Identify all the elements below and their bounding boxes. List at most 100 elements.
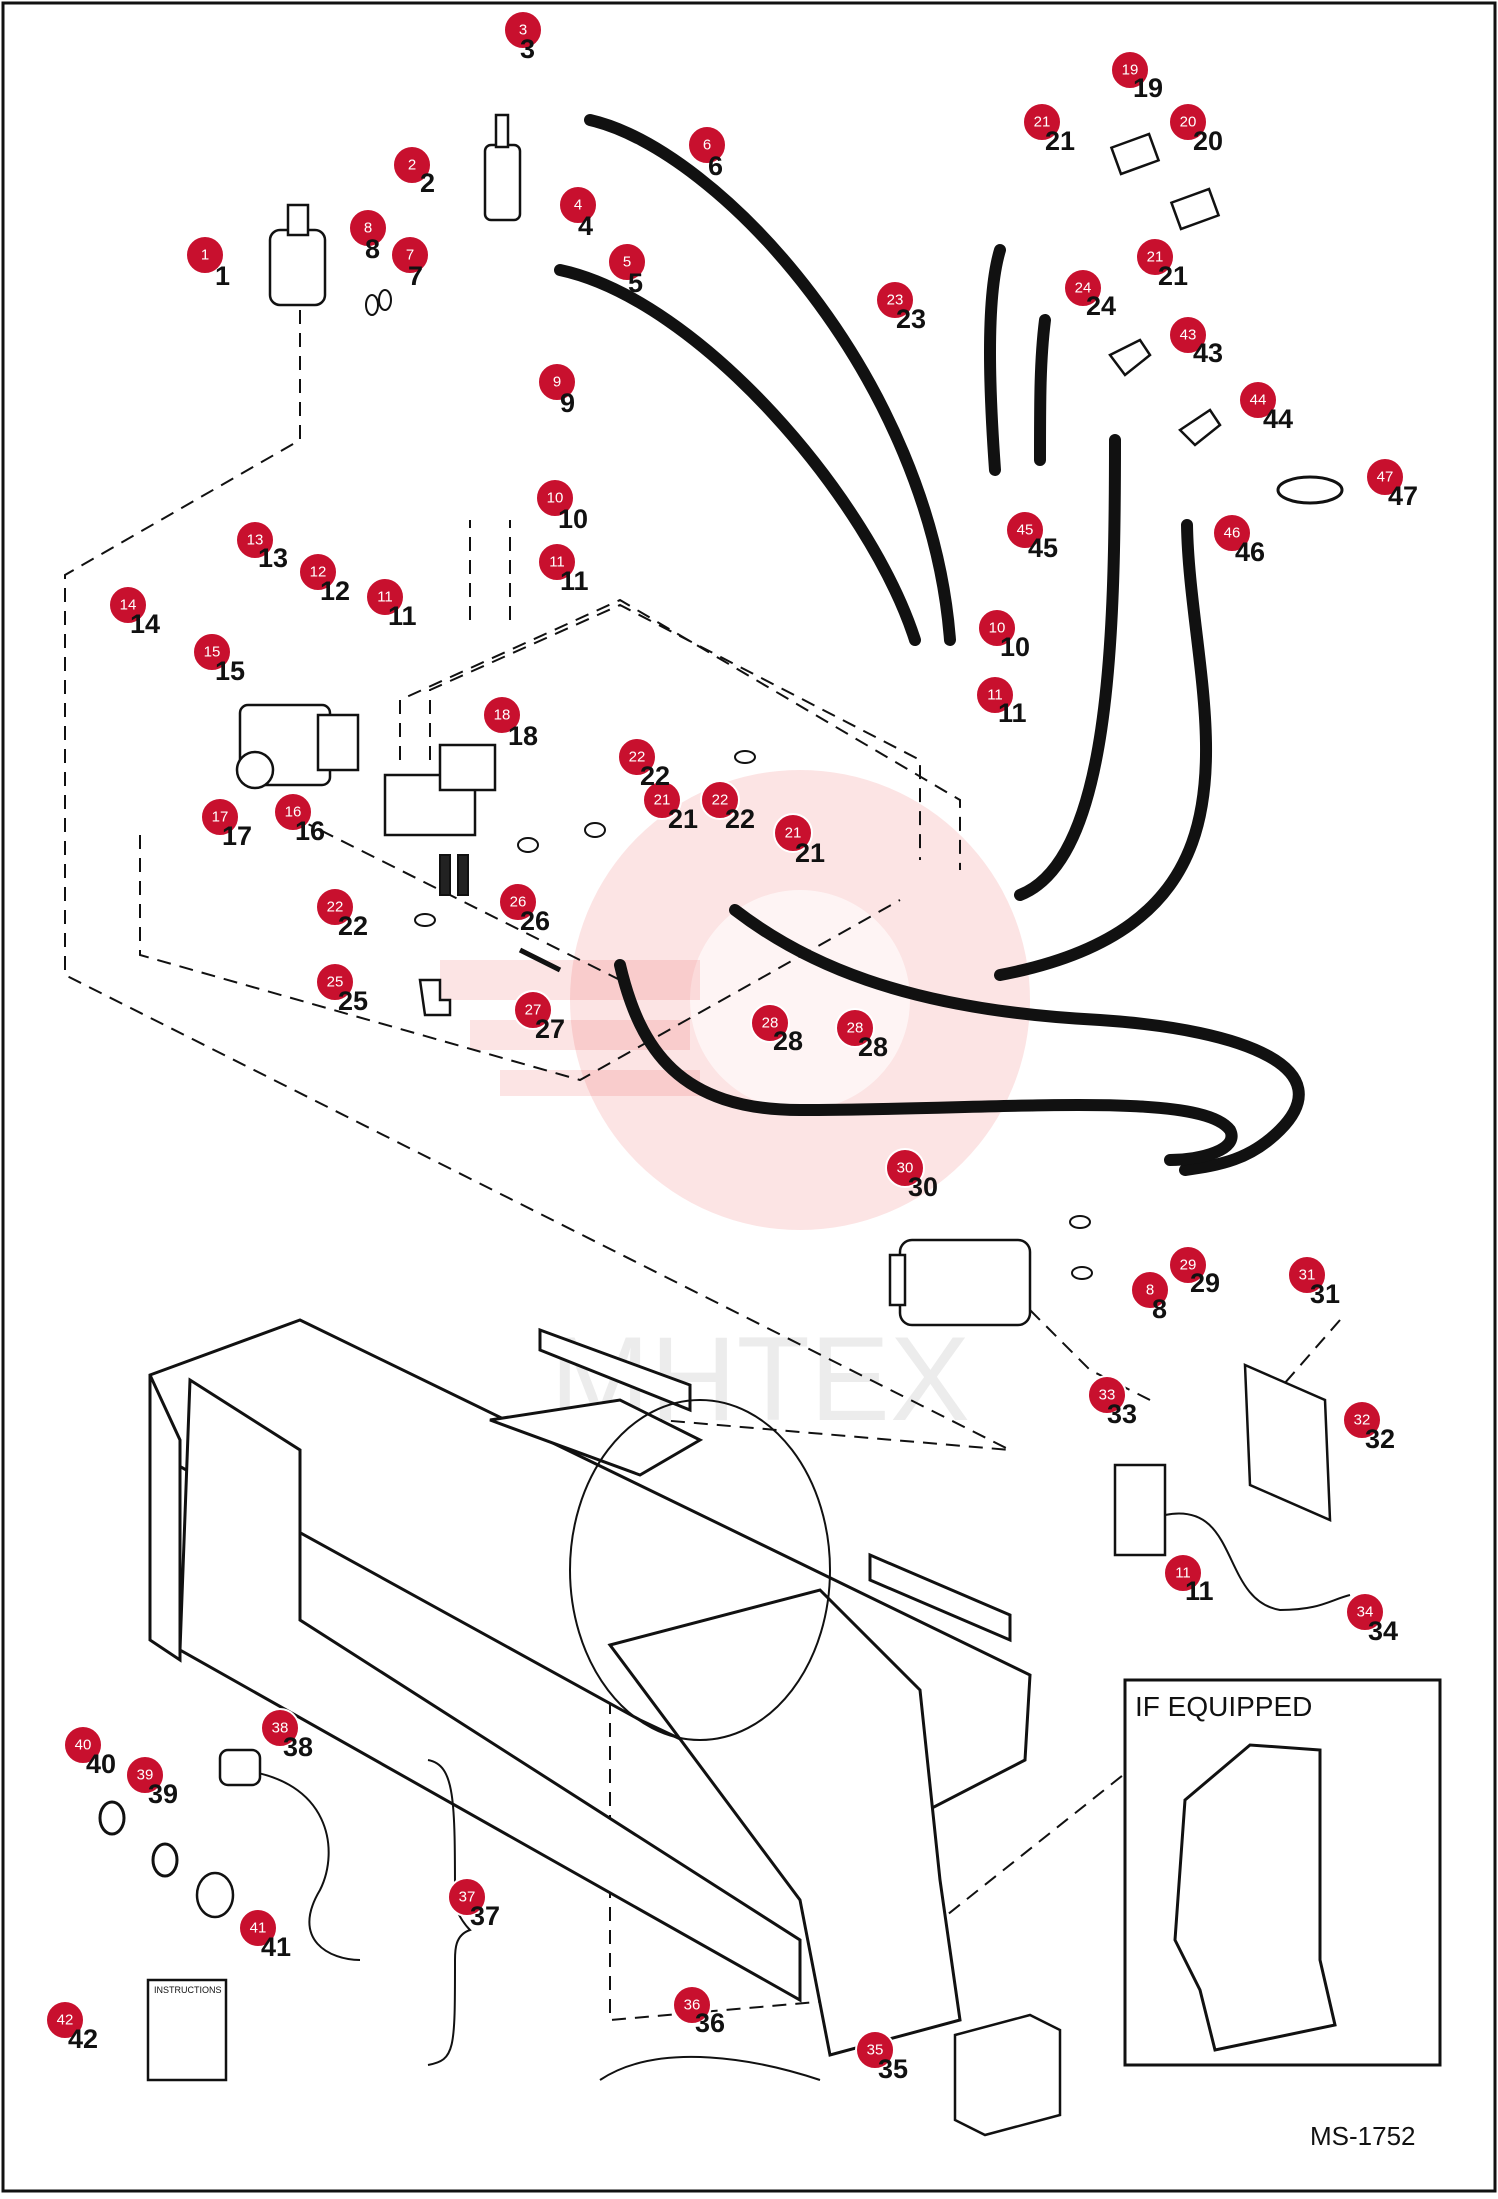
cylinder-2-shape [483, 143, 522, 222]
callout-label: 13 [258, 543, 288, 573]
callout-label: 18 [508, 721, 538, 751]
callout-bubble-number: 31 [1299, 1267, 1316, 1284]
callout-label: 24 [1086, 291, 1116, 321]
callout-bubble [235, 520, 275, 560]
callout-label: 42 [68, 2024, 98, 2054]
callout-bubble-number: 3 [519, 22, 527, 39]
callout-bubble-number: 45 [1017, 522, 1034, 539]
callout-label: 5 [628, 268, 643, 298]
fittings-and-components: INSTRUCTIONS [98, 113, 1351, 2137]
callout-bubble-number: 16 [285, 804, 302, 821]
callout-bubble [1212, 513, 1252, 553]
callout-bubble [315, 887, 355, 927]
frame-side-panel [607, 1588, 962, 2057]
callout-bubble-number: 12 [310, 564, 327, 581]
motor-30-shape [898, 1238, 1032, 1327]
callout-bubble [1168, 315, 1208, 355]
callout-bubble-number: 21 [785, 825, 802, 842]
callout-bubble-number: 9 [553, 374, 561, 391]
callout-bubble-number: 20 [1180, 114, 1197, 131]
callout-bubble [260, 1708, 300, 1748]
drawing-number: MS-1752 [1310, 2121, 1416, 2151]
callout-bubble-number: 36 [684, 1997, 701, 2014]
inset-side-panel [1173, 1743, 1337, 2052]
callout-bubble [885, 1148, 925, 1188]
callout-label: 11 [560, 566, 589, 596]
callout-bubble-number: 8 [364, 220, 372, 237]
callout-label: 31 [1310, 1279, 1340, 1309]
callout-label: 25 [338, 986, 368, 1016]
callout-bubble [687, 125, 727, 165]
callout-8: 88 [348, 208, 388, 264]
callout-label: 14 [130, 609, 160, 639]
callout-bubble [273, 792, 313, 832]
callout-bubble-number: 37 [459, 1889, 476, 1906]
callout-bubble [537, 362, 577, 402]
callout-label: 38 [283, 1732, 313, 1762]
callout-bubble [315, 962, 355, 1002]
callout-bubble-number: 21 [654, 792, 671, 809]
callout-bubble-number: 28 [762, 1015, 779, 1032]
callout-bubble-number: 38 [272, 1720, 289, 1737]
callout-bubble [642, 780, 682, 820]
callout-label: 45 [1028, 533, 1058, 563]
callout-bubble-number: 23 [887, 292, 904, 309]
hydraulic-hoses [554, 114, 1305, 1176]
callout-bubble [200, 797, 240, 837]
callout-bubble-number: 7 [406, 247, 414, 264]
callout-9: 99 [537, 362, 577, 418]
callout-label: 41 [261, 1932, 291, 1962]
callout-bubble-number: 41 [250, 1920, 267, 1937]
callout-label: 11 [388, 601, 417, 631]
callout-3: 33 [503, 10, 543, 64]
inset-title: IF EQUIPPED [1135, 1691, 1312, 1722]
callout-label: 6 [708, 151, 723, 181]
motor-1-shape [268, 228, 327, 307]
callout-bubble-number: 46 [1224, 525, 1241, 542]
cover-32-shape [1243, 1363, 1332, 1522]
callout-label: 26 [520, 906, 550, 936]
callouts-layer: 1122334455667788889910101010111111111111… [45, 10, 1418, 2084]
callout-bubble [348, 208, 388, 248]
callout-bubble-number: 42 [57, 2012, 74, 2029]
frame-back-panel [178, 1377, 802, 2003]
callout-bubble [700, 780, 740, 820]
callout-bubble-number: 8 [1146, 1282, 1154, 1299]
callout-bubble-number: 14 [120, 597, 137, 614]
callout-bubble [192, 632, 232, 672]
callout-label: 46 [1235, 537, 1265, 567]
callout-label: 11 [1185, 1576, 1214, 1606]
callout-label: 21 [668, 804, 698, 834]
callout-bubble-number: 26 [510, 894, 527, 911]
kit-box-35-shape [953, 2013, 1062, 2137]
callout-label: 8 [365, 234, 380, 264]
callout-label: 43 [1193, 338, 1223, 368]
callout-bubble [1342, 1400, 1382, 1440]
callout-label: 9 [560, 388, 575, 418]
callout-label: 10 [1000, 632, 1030, 662]
callout-bubble-number: 24 [1075, 280, 1092, 297]
callout-5: 55 [607, 242, 647, 298]
callout-bubble [63, 1725, 103, 1765]
callout-bubble-number: 40 [75, 1737, 92, 1754]
callout-bubble [773, 813, 813, 853]
callout-label: 30 [908, 1172, 938, 1202]
callout-bubble-number: 18 [494, 707, 511, 724]
